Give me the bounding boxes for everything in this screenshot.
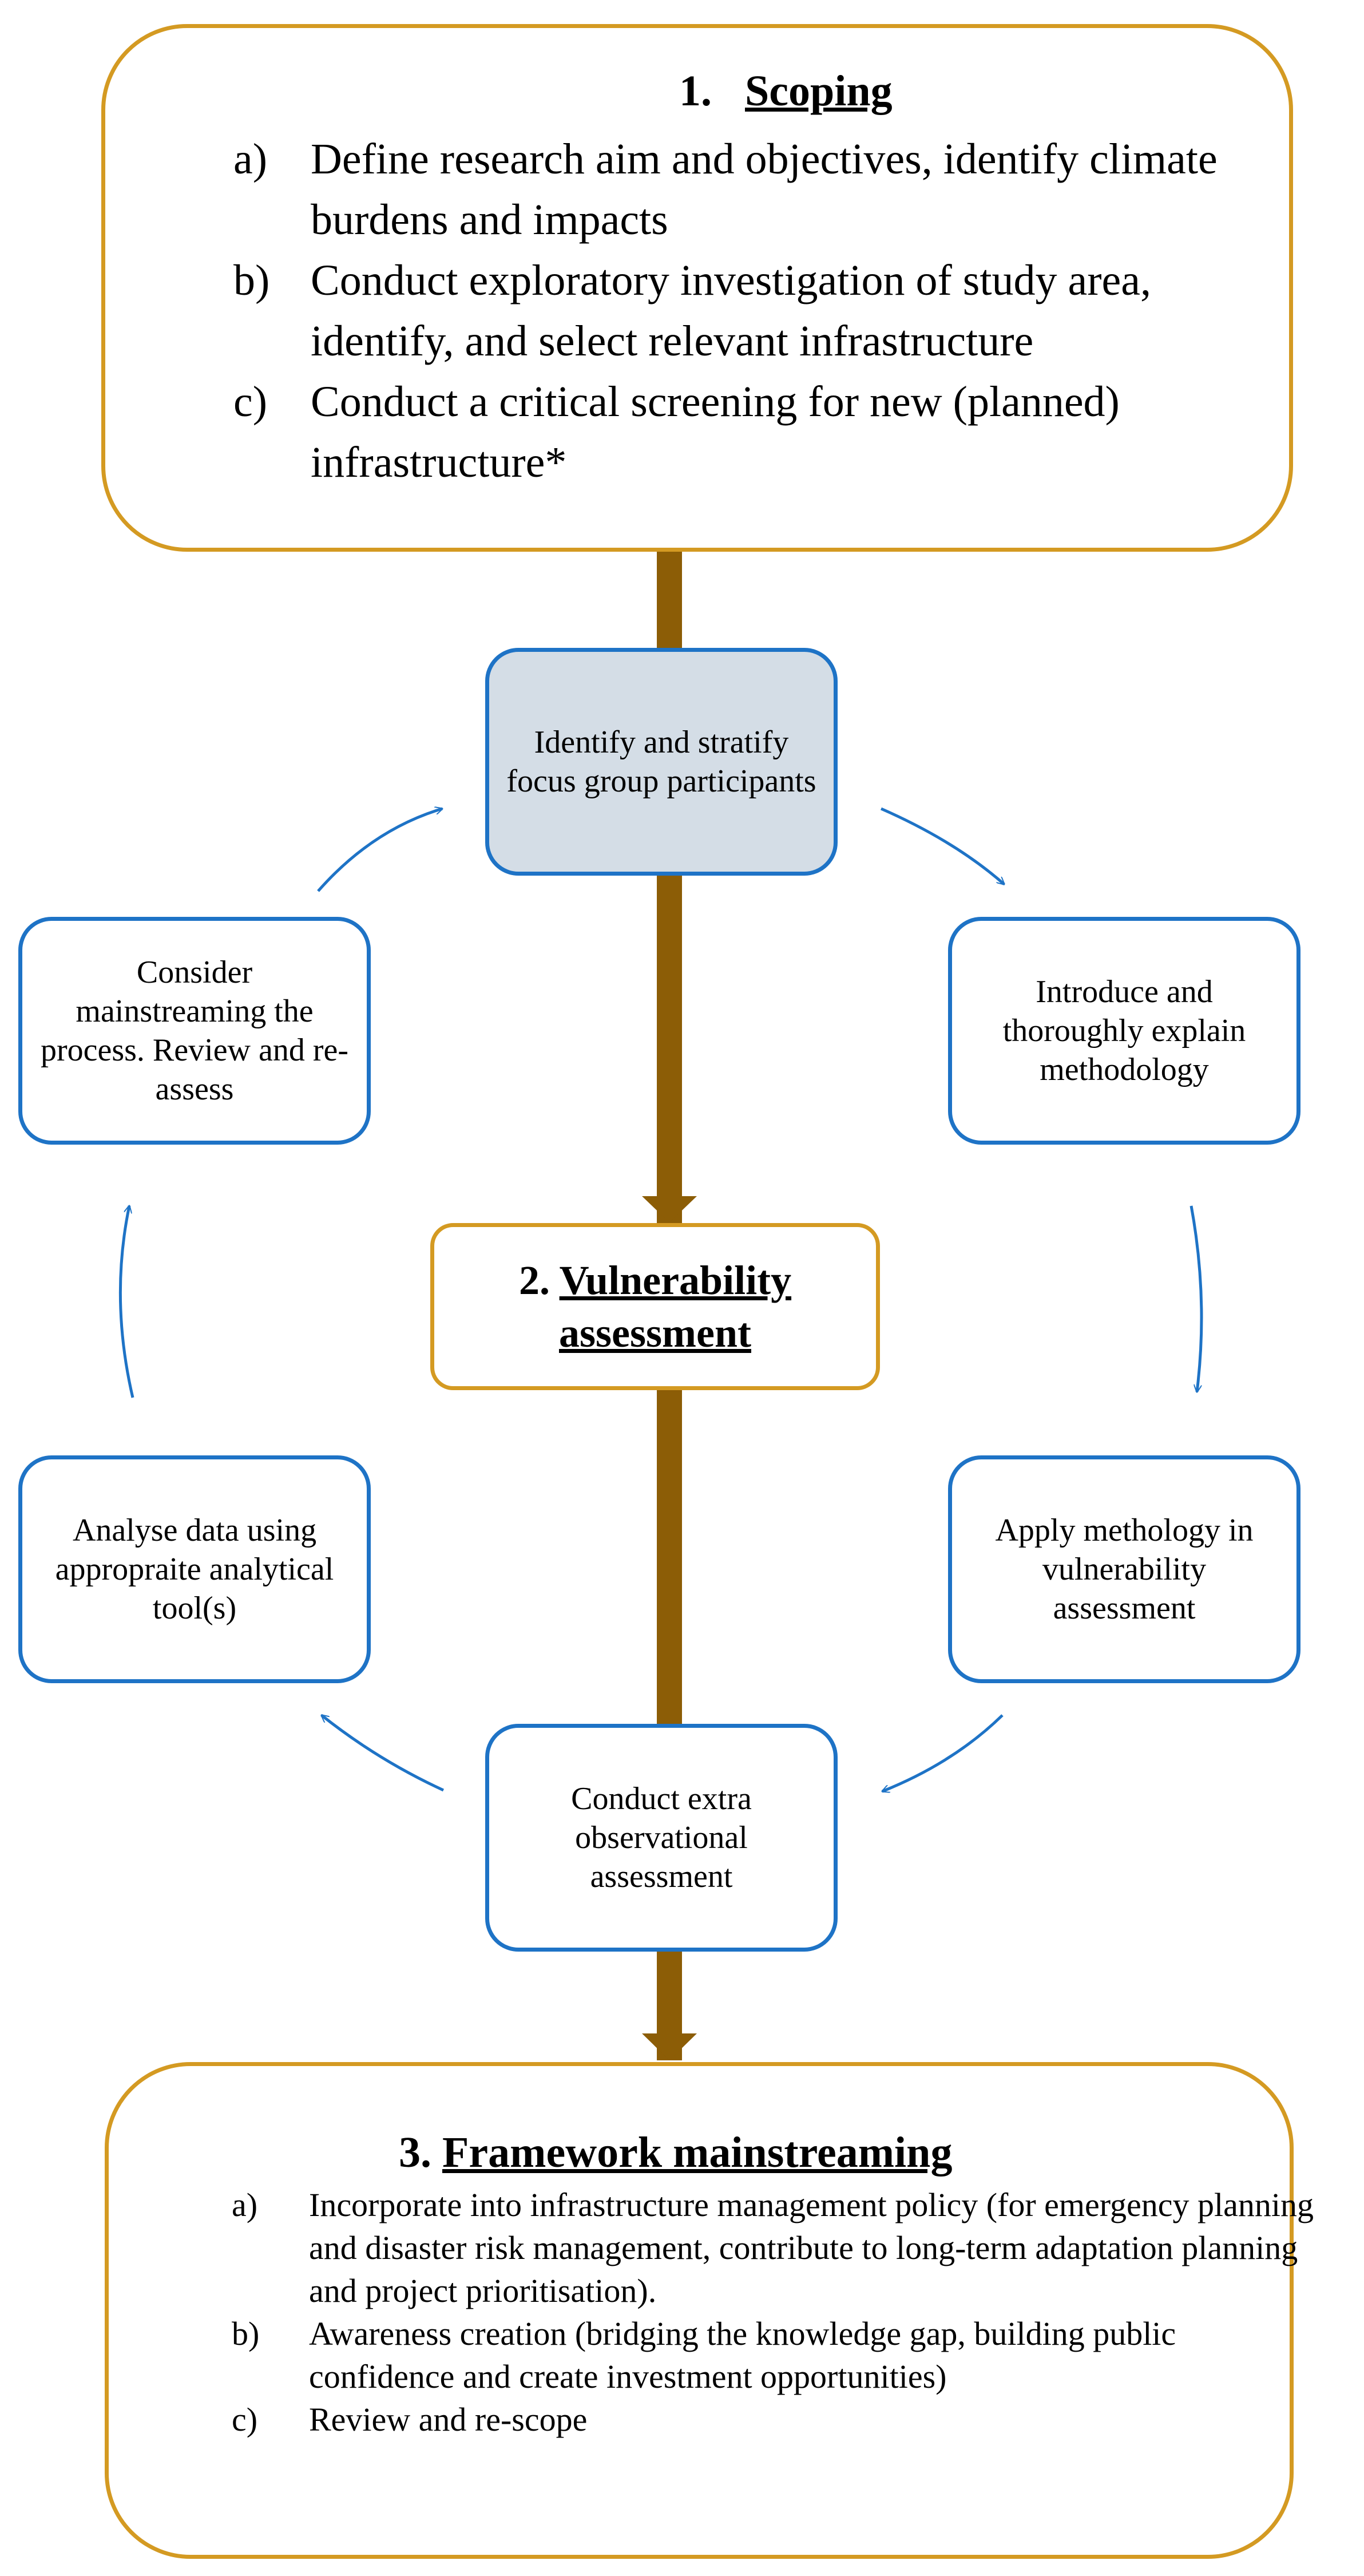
framework-item-marker: a) <box>232 2186 258 2223</box>
scoping-item-marker: a) <box>233 135 268 183</box>
framework-item: b) Awareness creation (bridging the knowl… <box>232 2312 1319 2398</box>
step-identify-participants: Identify and stratify focus group partic… <box>485 648 838 876</box>
step-introduce-text: Introduce and thoroughly explain methodo… <box>1002 974 1246 1087</box>
vulnerability-title: 2. Vulnerability assessment <box>434 1254 876 1359</box>
vulnerability-title-text: Vulnerability assessment <box>559 1257 792 1356</box>
framework-item-text: Awareness creation (bridging the knowled… <box>309 2315 1176 2395</box>
step-analyse-text: Analyse data using appropraite analytica… <box>55 1513 334 1626</box>
step-identify-text: Identify and stratify focus group partic… <box>506 725 816 799</box>
scoping-title-text: Scoping <box>745 67 893 115</box>
main-flow-arrowhead-to-vulnerability <box>642 1196 697 1222</box>
framework-title-text: Framework mainstreaming <box>442 2128 953 2177</box>
framework-item-marker: b) <box>232 2315 260 2352</box>
step-apply-methodology: Apply methology in vulnerability assessm… <box>948 1455 1300 1683</box>
framework-item: c) Review and re-scope <box>232 2398 1319 2441</box>
framework-title: 3. Framework mainstreaming <box>399 2128 953 2177</box>
scoping-item: b) Conduct exploratory investigation of s… <box>233 250 1292 371</box>
step-analyse-data: Analyse data using appropraite analytica… <box>18 1455 371 1683</box>
framework-list: a) Incorporate into infrastructure manage… <box>232 2183 1319 2441</box>
vulnerability-box: 2. Vulnerability assessment <box>430 1223 880 1390</box>
arrow-consider-to-identify <box>317 809 442 892</box>
framework-item-text: Incorporate into infrastructure manageme… <box>309 2186 1314 2309</box>
scoping-item-marker: c) <box>233 378 268 426</box>
scoping-item-text: Define research aim and objectives, iden… <box>311 135 1218 244</box>
step-observational-assessment: Conduct extra observational assessment <box>485 1724 838 1952</box>
framework-box <box>105 2062 1294 2559</box>
scoping-box <box>101 24 1293 552</box>
scoping-title: 1. Scoping <box>679 67 893 116</box>
scoping-item-text: Conduct a critical screening for new (pl… <box>311 378 1120 486</box>
scoping-item-marker: b) <box>233 256 270 304</box>
arrow-apply-to-observe <box>882 1714 1004 1791</box>
step-observe-text: Conduct extra observational assessment <box>571 1781 752 1894</box>
scoping-list: a) Define research aim and objectives, id… <box>233 129 1292 493</box>
arrow-introduce-to-apply <box>1189 1205 1203 1392</box>
vulnerability-number: 2. <box>518 1257 550 1303</box>
framework-item-marker: c) <box>232 2401 258 2438</box>
step-introduce-methodology: Introduce and thoroughly explain methodo… <box>948 917 1300 1145</box>
main-flow-arrowhead-to-framework <box>642 2033 697 2060</box>
step-consider-text: Consider mainstreaming the process. Revi… <box>40 955 348 1107</box>
scoping-item: c) Conduct a critical screening for new (… <box>233 371 1292 493</box>
framework-item-text: Review and re-scope <box>309 2401 588 2438</box>
arrow-identify-to-introduce <box>880 807 1004 884</box>
arrow-analyse-to-consider <box>118 1206 134 1398</box>
framework-number: 3. <box>399 2128 431 2177</box>
scoping-number: 1. <box>679 67 712 115</box>
arrow-observe-to-analyse <box>322 1715 445 1792</box>
scoping-item-text: Conduct exploratory investigation of stu… <box>311 256 1151 365</box>
framework-item: a) Incorporate into infrastructure manage… <box>232 2183 1319 2312</box>
scoping-item: a) Define research aim and objectives, id… <box>233 129 1292 250</box>
step-consider-mainstreaming: Consider mainstreaming the process. Revi… <box>18 917 371 1145</box>
step-apply-text: Apply methology in vulnerability assessm… <box>995 1513 1254 1626</box>
